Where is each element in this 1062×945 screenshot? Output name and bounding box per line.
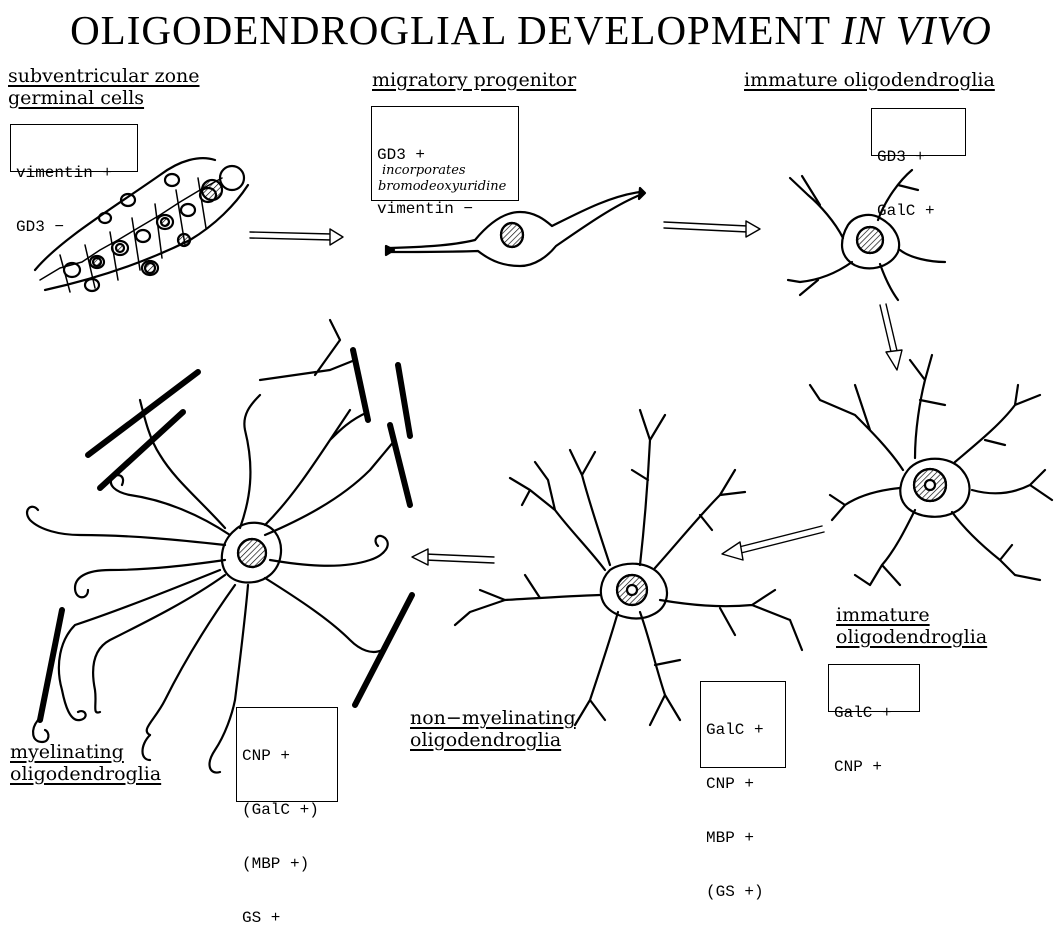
immature-oligodendroglia-cell-2 [810,355,1052,585]
label-nonmyelinating-line1: non−myelinating [410,708,576,728]
markers-immature-1: GD3 + GalC + [871,108,966,156]
label-immature-2-line1: immature [836,605,930,625]
markers-nonmyelinating: GalC + CNP + MBP + (GS +) [700,681,786,768]
label-germinal-line1: subventricular zone [8,66,200,86]
marker-nonmyelinating-4: (GS +) [706,883,780,901]
arrow-nonmyelinating-to-myelinating [412,549,494,565]
label-migratory: migratory progenitor [372,70,576,90]
arrow-immature-to-immature2 [880,304,902,370]
note-migratory-line1: incorporates [382,162,466,179]
label-germinal-line2: germinal cells [8,88,144,108]
markers-immature-2: GalC + CNP + [828,664,920,712]
marker-germinal-1: vimentin + [16,164,132,182]
marker-immature-2-2: CNP + [834,758,914,776]
label-nonmyelinating-line2: oligodendroglia [410,730,561,750]
marker-immature-1-2: GalC + [877,202,960,220]
label-myelinating-line1: myelinating [10,742,124,762]
marker-nonmyelinating-1: GalC + [706,721,780,739]
marker-nonmyelinating-2: CNP + [706,775,780,793]
marker-germinal-2: GD3 − [16,218,132,236]
label-immature-2-line2: oligodendroglia [836,627,987,647]
note-migratory-line2: bromodeoxyuridine [378,178,506,195]
marker-migratory-2: vimentin − [377,200,513,218]
marker-myelinating-1: CNP + [242,747,332,765]
marker-myelinating-2: (GalC +) [242,801,332,819]
marker-immature-1-1: GD3 + [877,148,960,166]
label-immature-1: immature oligodendroglia [744,70,995,90]
nonmyelinating-oligodendroglia-cell [455,410,802,725]
marker-immature-2-1: GalC + [834,704,914,722]
arrow-germinal-to-migratory [250,229,343,245]
markers-myelinating: CNP + (GalC +) (MBP +) GS + [236,707,338,802]
label-myelinating-line2: oligodendroglia [10,764,161,784]
myelinating-oligodendroglia-cell [27,320,412,773]
markers-germinal: vimentin + GD3 − [10,124,138,172]
arrow-immature2-to-nonmyelinating [722,526,824,560]
marker-nonmyelinating-3: MBP + [706,829,780,847]
marker-myelinating-4: GS + [242,909,332,927]
marker-myelinating-3: (MBP +) [242,855,332,873]
arrow-migratory-to-immature [664,221,760,237]
